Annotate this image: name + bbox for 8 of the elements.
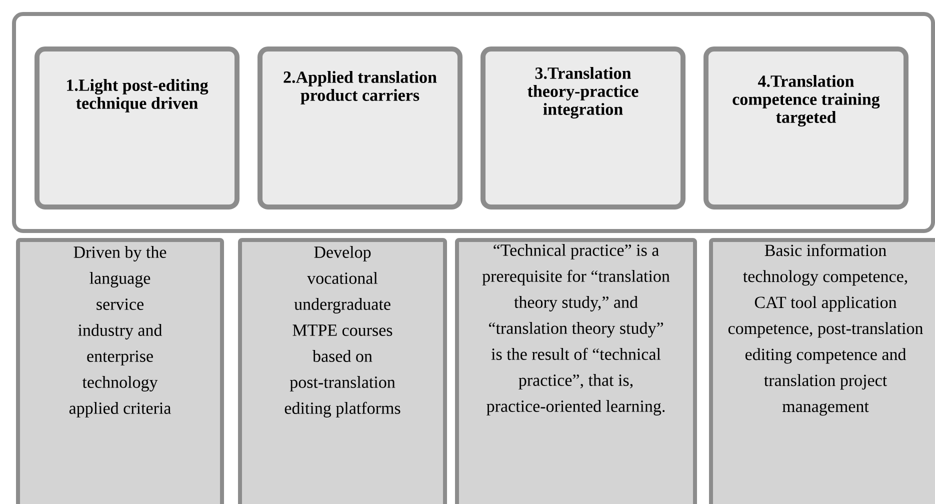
description-box: “Technical practice” is a prerequisite for “translation theory study,” and “translation theory study” is the result of “technical practice”, that is, practice-oriented learning. bbox=[455, 238, 697, 504]
heading-box: 2.Applied translation product carriers bbox=[258, 46, 462, 210]
description-box: Driven by the language service industry and enterprise technology applied criteria bbox=[16, 238, 224, 504]
description-box: Basic information technology competence, CAT tool application competence, post-translation editing competence and translation project management bbox=[709, 238, 935, 504]
description-box: Develop vocational undergraduate MTPE courses based on post-translation editing platforms bbox=[238, 238, 447, 504]
heading-box: 3.Translation theory-practice integration bbox=[480, 46, 686, 210]
heading-box: 1.Light post-editing technique driven bbox=[34, 46, 240, 210]
heading-box: 4.Translation competence training targeted bbox=[704, 46, 908, 210]
